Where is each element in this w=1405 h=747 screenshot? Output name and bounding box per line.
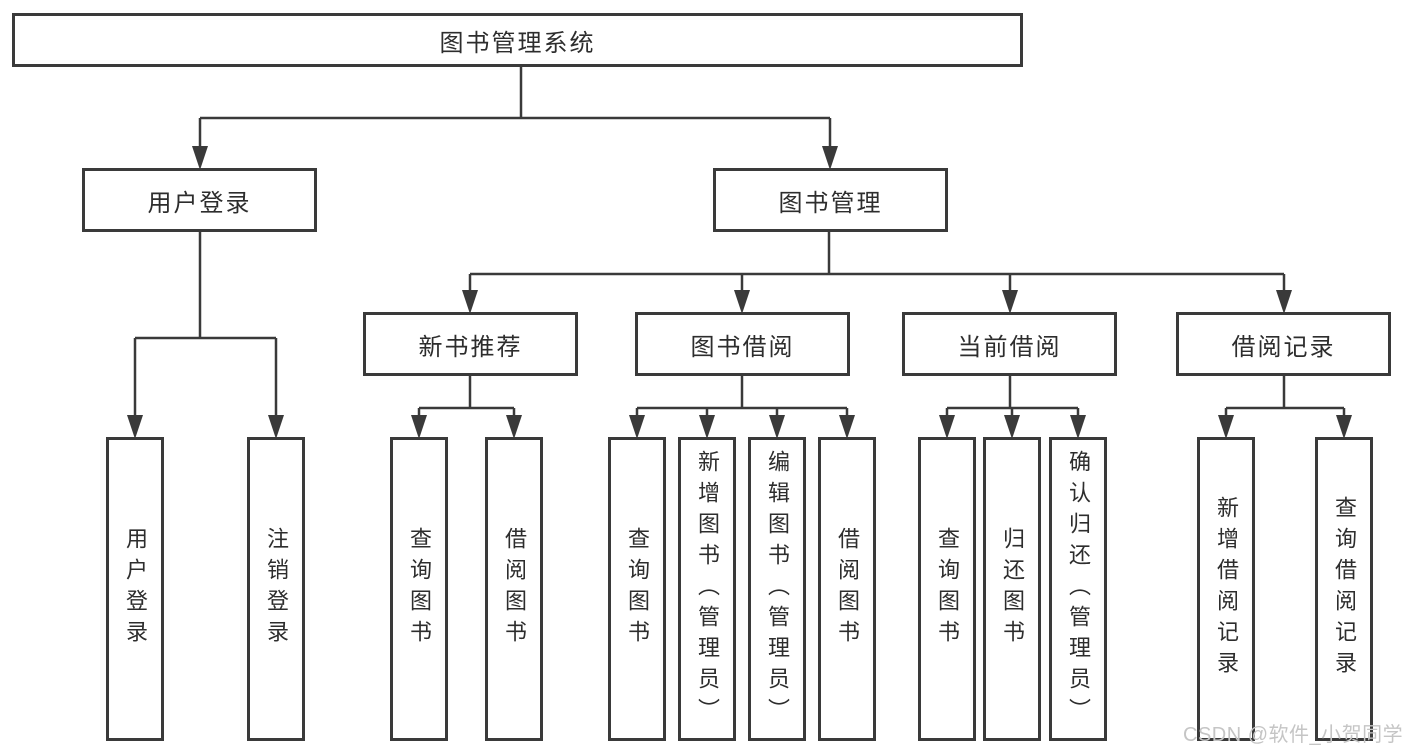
csdn-watermark: CSDN @软件_小贺同学: [1183, 724, 1404, 746]
node-new-book-recommend: 新书推荐: [363, 312, 578, 376]
connectors-borrow-record-group: [1218, 376, 1352, 439]
leaf-logout: 注销登录: [247, 437, 305, 741]
connectors-user-login-group: [127, 232, 284, 439]
leaf-return-books: 归还图书: [983, 437, 1041, 741]
root-label: 图书管理系统: [439, 29, 596, 57]
leaf-borrow-books-borrowing: 借阅图书: [818, 437, 876, 741]
leaf-query-books-borrowing: 查询图书: [608, 437, 666, 741]
leaf-query-borrow-record: 查询借阅记录: [1315, 437, 1373, 741]
leaf-edit-books-admin: 编辑图书（管理员）: [748, 437, 806, 741]
leaf-add-books-admin: 新增图书（管理员）: [678, 437, 736, 741]
connectors-book-borrow-group: [629, 376, 855, 439]
leaf-add-borrow-record: 新增借阅记录: [1197, 437, 1255, 741]
connectors-new-book-group: [411, 376, 522, 439]
connectors-book-mgmt-to-level3: [462, 232, 1292, 314]
connectors-current-borrow-group: [939, 376, 1086, 439]
connectors-root-to-level2: [192, 67, 838, 170]
node-borrow-records: 借阅记录: [1176, 312, 1391, 376]
node-current-borrowing: 当前借阅: [902, 312, 1117, 376]
node-book-management: 图书管理: [713, 168, 948, 232]
node-book-borrowing: 图书借阅: [635, 312, 850, 376]
leaf-borrow-books-recommend: 借阅图书: [485, 437, 543, 741]
root-node: 图书管理系统: [12, 13, 1023, 67]
leaf-query-books-recommend: 查询图书: [390, 437, 448, 741]
leaf-user-login: 用户登录: [106, 437, 164, 741]
leaf-confirm-return-admin: 确认归还（管理员）: [1049, 437, 1107, 741]
leaf-query-books-current: 查询图书: [918, 437, 976, 741]
node-user-login: 用户登录: [82, 168, 317, 232]
